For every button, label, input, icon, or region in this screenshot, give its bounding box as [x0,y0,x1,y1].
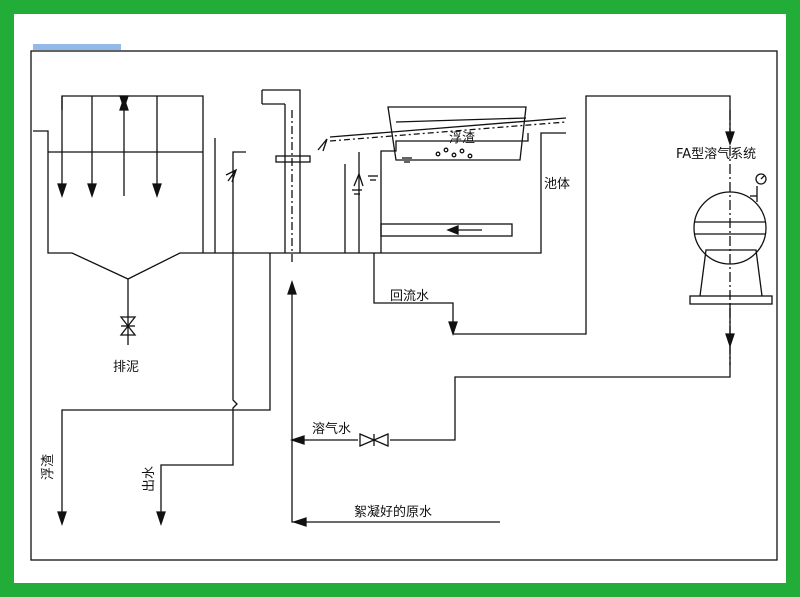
scum-scraper [317,106,567,161]
valve-icon [359,433,389,447]
effluent-label: 出水 [142,466,157,492]
header-accent [33,44,121,50]
sludge-discharge-label: 排泥 [113,360,139,375]
piping [57,95,735,527]
inlet-distribution-arrows [57,95,162,199]
drawing-border [30,50,778,561]
flocculated-raw-water-label: 絮凝好的原水 [354,504,432,520]
valve-icon [119,316,137,336]
dissolved-air-water-label: 溶气水 [312,421,351,437]
tank-body [33,89,566,280]
return-water-label: 回流水 [390,289,429,304]
fa-system-label: FA型溶气系统 [676,146,756,162]
pressure-gauge-icon [750,173,767,202]
scum-top-label: 浮渣 [449,131,475,146]
tank-body-label: 池体 [544,177,570,192]
scum-outlet-label: 浮渣 [41,454,56,480]
